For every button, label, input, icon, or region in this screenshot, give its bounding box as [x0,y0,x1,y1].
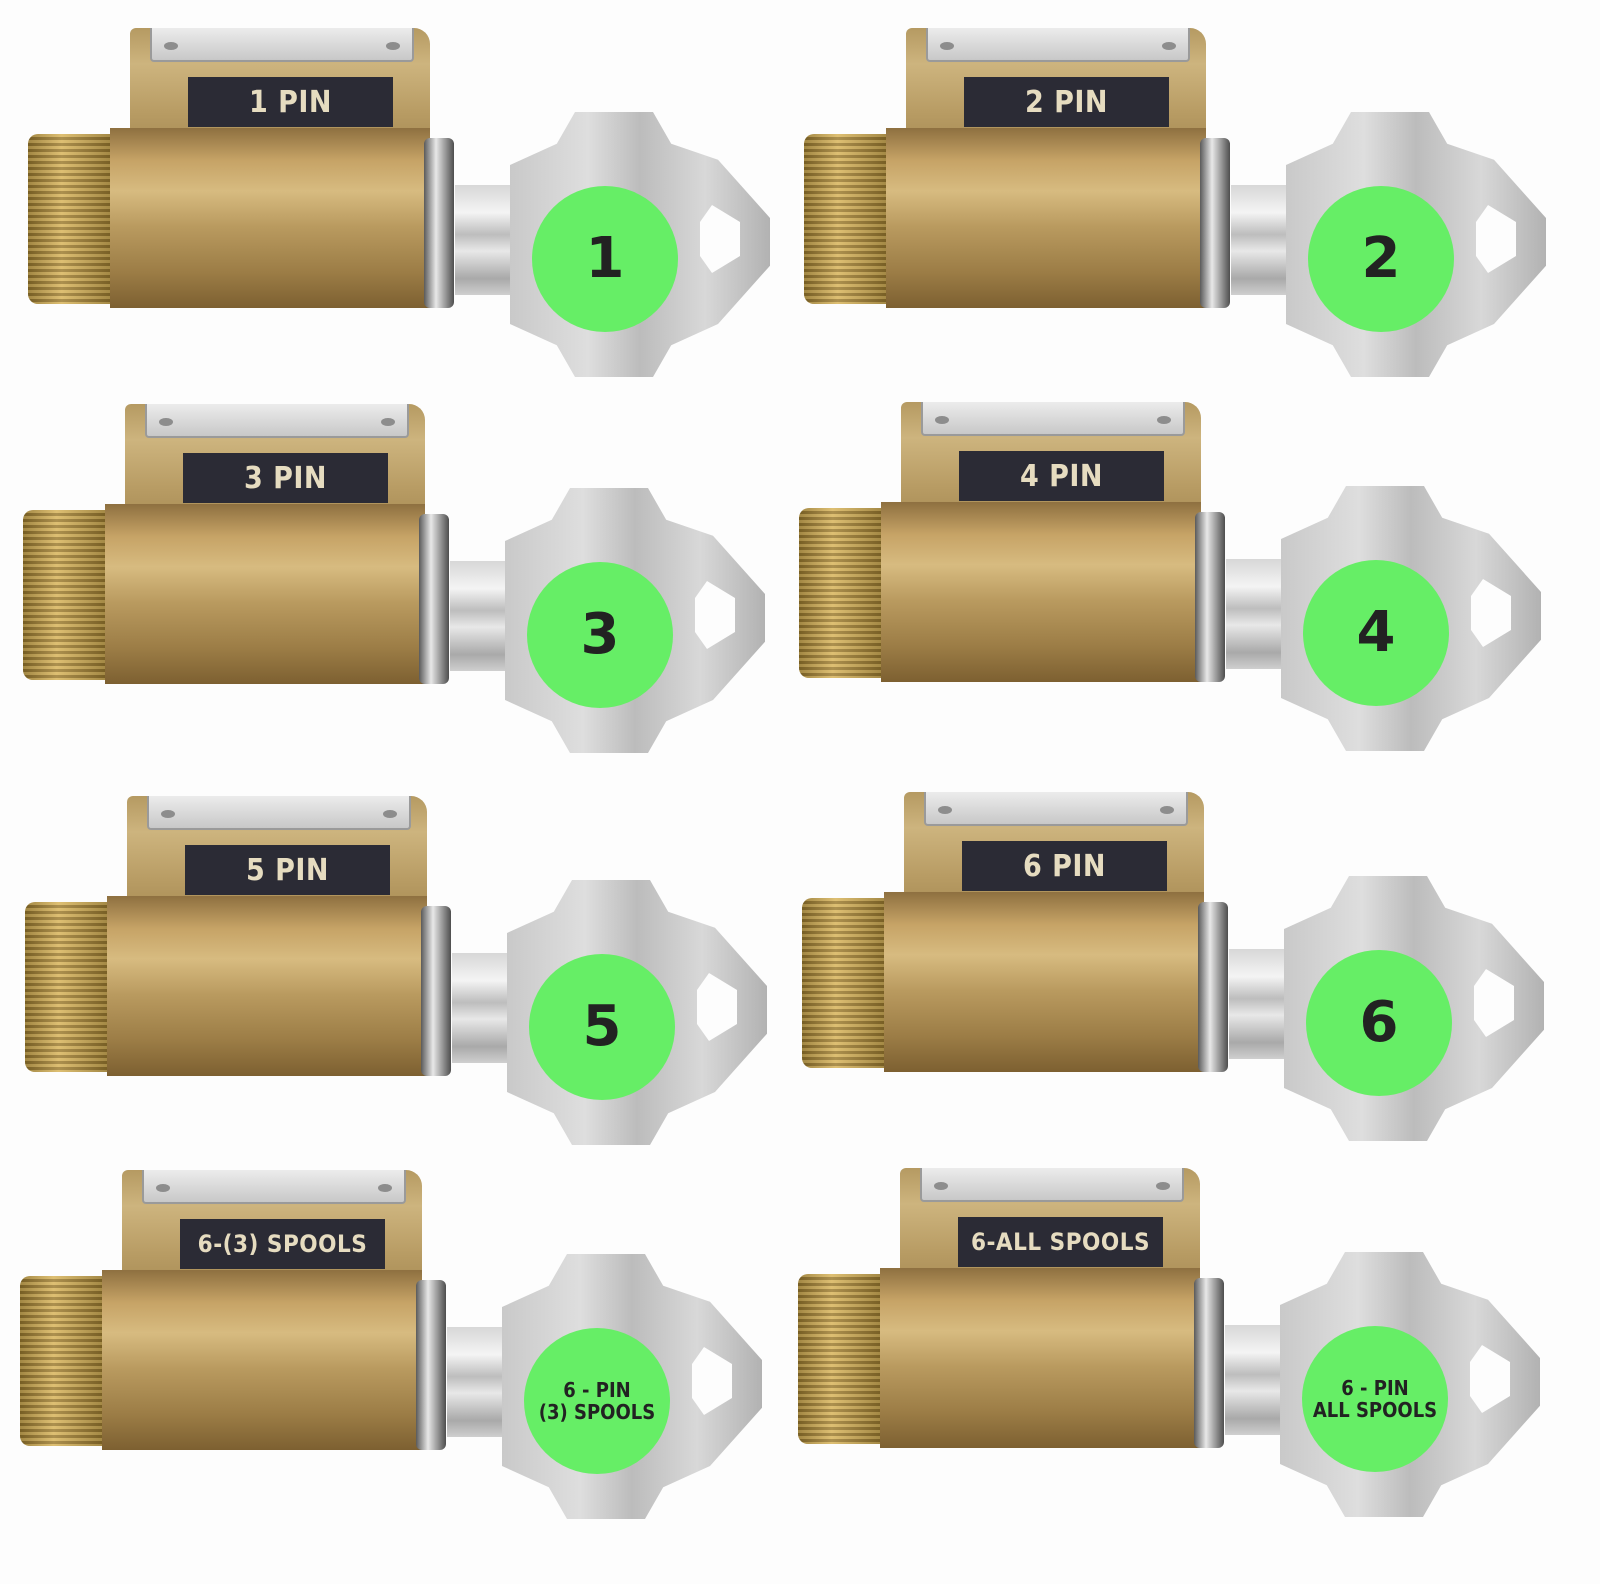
brass-cylinder-body [880,1268,1200,1448]
badge-text: 6 [1359,990,1399,1056]
cylinder-3-pin: 3 PIN 3 [0,376,795,772]
tailpiece-plate [920,1168,1184,1202]
chrome-ring [421,906,451,1076]
green-number-badge: 6 - PIN(3) SPOOLS [524,1328,670,1474]
pin-count-label: 5 PIN [185,845,390,895]
tailpiece-plate [147,796,411,830]
tailpiece-plate [142,1170,406,1204]
cylinder-6-pin-3-spools: 6-(3) SPOOLS 6 - PIN(3) SPOOLS [0,1142,792,1538]
knurled-cap [798,1274,882,1444]
cylinder-4-pin: 4 PIN 4 [771,374,1571,770]
green-number-badge: 5 [529,954,675,1100]
chrome-ring [1195,512,1225,682]
pin-count-label: 2 PIN [964,77,1169,127]
knurled-cap [28,134,112,304]
cylinder-2-pin: 2 PIN 2 [776,0,1576,396]
badge-text: 1 [585,226,625,292]
tailpiece-plate [926,28,1190,62]
badge-text-line-2: ALL SPOOLS [1312,1398,1438,1422]
badge-text: 5 [582,994,622,1060]
knurled-cap [23,510,107,680]
badge-text: 2 [1361,226,1401,292]
knurled-cap [804,134,888,304]
brass-cylinder-body [881,502,1201,682]
tailpiece-plate [921,402,1185,436]
chrome-ring [1200,138,1230,308]
brass-cylinder-body [102,1270,422,1450]
knurled-cap [802,898,886,1068]
pin-count-label: 6 PIN [962,841,1167,891]
brass-cylinder-body [886,128,1206,308]
cylinder-1-pin: 1 PIN 1 [0,0,800,396]
pin-count-label: 1 PIN [188,77,393,127]
brass-cylinder-body [884,892,1204,1072]
chrome-ring [419,514,449,684]
tailpiece-plate [150,28,414,62]
green-number-badge: 6 [1306,950,1452,1096]
cylinder-6-pin: 6 PIN 6 [774,764,1574,1160]
tailpiece-plate [924,792,1188,826]
chrome-ring [1198,902,1228,1072]
brass-cylinder-body [110,128,430,308]
brass-cylinder-body [107,896,427,1076]
pin-count-label: 4 PIN [959,451,1164,501]
green-number-badge: 3 [527,562,673,708]
chrome-ring [424,138,454,308]
badge-text: 3 [580,602,620,668]
pin-count-label: 3 PIN [183,453,388,503]
badge-text-line-1: 6 - PIN [1341,1376,1409,1400]
badge-text: 4 [1356,600,1396,666]
knurled-cap [20,1276,104,1446]
knurled-cap [25,902,109,1072]
cylinder-5-pin: 5 PIN 5 [0,768,797,1164]
pin-count-label: 6-ALL SPOOLS [958,1217,1163,1267]
green-number-badge: 4 [1303,560,1449,706]
tailpiece-plate [145,404,409,438]
knurled-cap [799,508,883,678]
pin-count-label: 6-(3) SPOOLS [180,1219,385,1269]
badge-text-line-2: (3) SPOOLS [538,1400,656,1424]
green-number-badge: 1 [532,186,678,332]
chrome-ring [1194,1278,1224,1448]
badge-text-line-1: 6 - PIN [563,1378,631,1402]
brass-cylinder-body [105,504,425,684]
green-number-badge: 2 [1308,186,1454,332]
chrome-ring [416,1280,446,1450]
